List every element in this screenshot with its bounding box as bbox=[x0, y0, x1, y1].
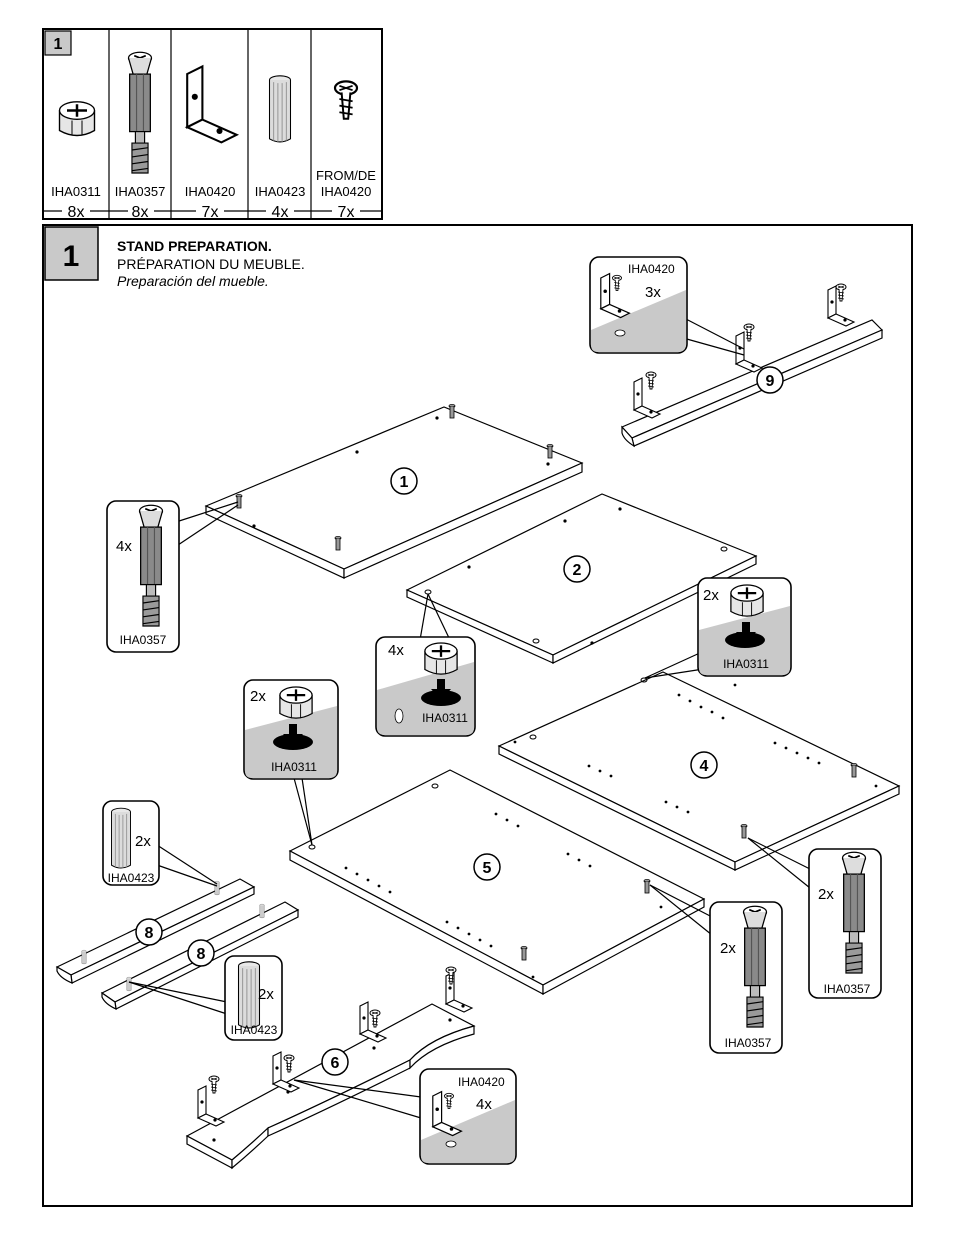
callout-bracket-bottom-code: IHA0420 bbox=[458, 1075, 505, 1089]
callout-cam-panel5: 2x IHA0311 bbox=[243, 679, 339, 846]
panel-label-4: 4 bbox=[700, 758, 709, 775]
callout-bolt-panel4: 2x IHA0357 bbox=[747, 837, 882, 999]
panel-label-8a: 8 bbox=[145, 925, 154, 942]
part-code-2: IHA0357 bbox=[115, 184, 166, 199]
callout-bolt-panel5-qty: 2x bbox=[720, 940, 736, 957]
callout-bracket-top-qty: 3x bbox=[645, 284, 661, 301]
callout-dowel-bottom: 2x IHA0423 bbox=[128, 955, 283, 1041]
part-qty-1: 8x bbox=[68, 204, 85, 221]
step-title-es: Preparación del mueble. bbox=[117, 273, 269, 289]
step-title-en: STAND PREPARATION. bbox=[117, 238, 272, 254]
panel-6 bbox=[185, 966, 476, 1170]
callout-cam-panel4-code: IHA0311 bbox=[723, 657, 769, 671]
part-qty-3: 7x bbox=[202, 204, 219, 221]
callout-bolt-panel1: 4x IHA0357 bbox=[106, 500, 239, 653]
callout-bolt-panel5: 2x IHA0357 bbox=[649, 884, 783, 1054]
callout-dowel-bottom-code: IHA0423 bbox=[231, 1023, 278, 1037]
callout-cam-panel5-code: IHA0311 bbox=[271, 760, 317, 774]
callout-dowel-bottom-qty: 2x bbox=[258, 986, 274, 1003]
panel-9 bbox=[620, 283, 884, 448]
parts-box-number: 1 bbox=[54, 36, 63, 53]
callout-bracket-top: IHA0420 3x bbox=[589, 256, 745, 356]
cam-bolt-icon bbox=[127, 51, 153, 174]
step-frame: 1 STAND PREPARATION. PRÉPARATION DU MEUB… bbox=[42, 224, 913, 1207]
panel-label-6: 6 bbox=[331, 1055, 340, 1072]
wood-dowel-icon bbox=[268, 75, 292, 143]
part-code-1: IHA0311 bbox=[51, 184, 101, 199]
callout-cam-panel4-qty: 2x bbox=[703, 587, 719, 604]
part-code-5: IHA0420 bbox=[321, 184, 372, 199]
part-qty-4: 4x bbox=[272, 204, 289, 221]
callout-bolt-panel1-qty: 4x bbox=[116, 538, 132, 555]
part-qty-2: 8x bbox=[132, 204, 149, 221]
callout-bracket-bottom: IHA0420 4x bbox=[293, 1068, 517, 1165]
panel-label-5: 5 bbox=[483, 860, 492, 877]
panel-label-8b: 8 bbox=[197, 946, 206, 963]
part-code-4: IHA0423 bbox=[255, 184, 306, 199]
callout-bolt-panel1-code: IHA0357 bbox=[120, 633, 167, 647]
callout-cam-panel2-code: IHA0311 bbox=[422, 711, 468, 725]
callout-dowel-top: 2x IHA0423 bbox=[102, 800, 218, 887]
callout-bolt-panel4-qty: 2x bbox=[818, 886, 834, 903]
callout-dowel-top-code: IHA0423 bbox=[108, 871, 155, 885]
panel-label-9: 9 bbox=[766, 373, 775, 390]
panel-label-1: 1 bbox=[400, 474, 409, 491]
part-code-3: IHA0420 bbox=[185, 184, 236, 199]
callout-dowel-top-qty: 2x bbox=[135, 833, 151, 850]
callout-cam-panel5-qty: 2x bbox=[250, 688, 266, 705]
callout-cam-panel2-qty: 4x bbox=[388, 642, 404, 659]
callout-cam-panel2: 4x IHA0311 bbox=[375, 593, 476, 737]
cam-lock-icon bbox=[58, 100, 96, 137]
step-title-fr: PRÉPARATION DU MEUBLE. bbox=[117, 256, 305, 272]
callout-bolt-panel5-code: IHA0357 bbox=[725, 1036, 772, 1050]
callout-cam-panel4: 2x IHA0311 bbox=[644, 577, 792, 679]
step-number: 1 bbox=[63, 240, 80, 273]
panel-label-2: 2 bbox=[573, 562, 582, 579]
callout-bracket-top-code: IHA0420 bbox=[628, 262, 675, 276]
callout-bolt-panel4-code: IHA0357 bbox=[824, 982, 871, 996]
part-prefix-5: FROM/DE bbox=[316, 168, 376, 183]
part-qty-5: 7x bbox=[338, 204, 355, 221]
parts-box: 1 IHA0311 IHA0357 IHA0420 IHA0423 FROM/D… bbox=[42, 28, 383, 221]
callout-bracket-bottom-qty: 4x bbox=[476, 1096, 492, 1113]
panel-5 bbox=[288, 769, 706, 996]
panel-labels: 1 2 4 5 9 8 8 6 bbox=[135, 366, 784, 1076]
